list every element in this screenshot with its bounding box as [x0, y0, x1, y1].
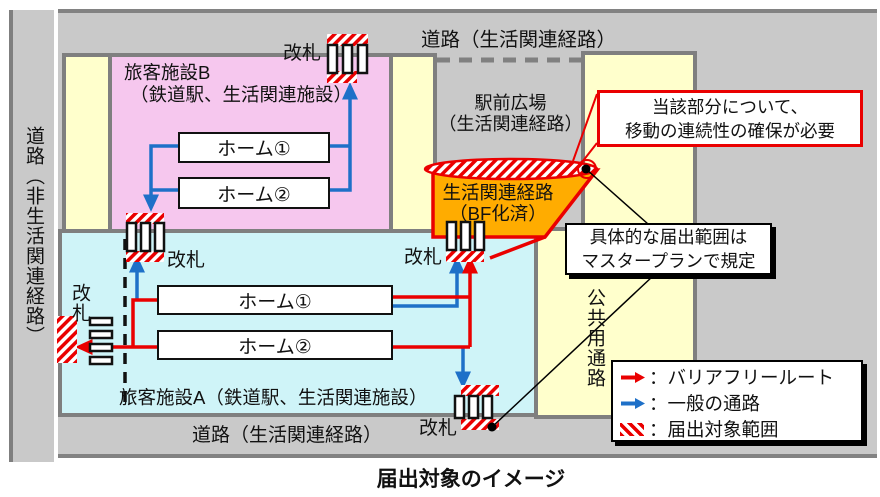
bf-route-area-label: 生活関連経路 （BF化済）: [442, 182, 554, 224]
bf-route-area-edge: [489, 235, 546, 260]
gate-icon-b-a: [125, 221, 166, 253]
blue-arrow-icon: [620, 397, 647, 410]
legend-row-general-route: ：一般の通路: [620, 390, 861, 416]
facility-b-label: 旅客施設B （鉄道駅、生活関連施設）: [124, 62, 353, 105]
road-left-strip: 道路（非生活関連経路）: [9, 10, 54, 462]
gate-label-center: 改札: [404, 247, 443, 268]
hatch-swatch-icon: [620, 422, 647, 436]
gate-label-top: 改札: [283, 43, 322, 64]
legend-row-notification-zone: ：届出対象範囲: [620, 416, 861, 442]
platform-a1: ホーム①: [157, 285, 393, 315]
gate-icon-center: [445, 220, 486, 252]
road-left-label: 道路（非生活関連経路）: [23, 126, 44, 346]
callout-leaders: [487, 93, 654, 432]
gate-label-left: 改札: [69, 283, 90, 323]
gate-label-bottom: 改札: [419, 418, 458, 439]
notification-zone-hatches: [57, 34, 499, 430]
ellipse-pointer-ring: [577, 159, 597, 179]
gate-label-b-a: 改札: [167, 250, 206, 271]
masterplan-callout: 具体的な届出範囲は マスタープランで規定: [565, 223, 772, 275]
leader-dot-gate: [487, 422, 497, 432]
gate-icon-bottom: [453, 394, 494, 420]
platform-b2: ホーム②: [178, 177, 330, 209]
platform-a2: ホーム②: [157, 330, 393, 360]
continuity-callout: 当該部分について、 移動の連続性の確保が必要: [597, 90, 863, 147]
red-arrow-icon: [620, 371, 647, 384]
gate-icon-left: [88, 316, 114, 366]
diagram-title: 届出対象のイメージ: [376, 468, 566, 491]
gate-icon-top: [326, 43, 369, 75]
ticket-gate-icons: [88, 43, 494, 420]
leader-dot-ellipse: [581, 164, 591, 174]
road-bottom-label: 道路（生活関連経路）: [192, 425, 383, 446]
public-passage-label: 公共用通路: [584, 288, 605, 388]
road-top-label: 道路（生活関連経路）: [421, 29, 617, 51]
facility-a-label: 旅客施設A（鉄道駅、生活関連施設）: [119, 387, 428, 408]
legend: ：バリアフリールート ：一般の通路 ：届出対象範囲: [611, 360, 863, 442]
legend-row-barrier-free: ：バリアフリールート: [620, 364, 861, 390]
general-route-lines: [128, 82, 472, 389]
platform-b1: ホーム①: [178, 132, 330, 163]
notification-zone-ellipse: [423, 157, 599, 181]
station-plaza-label: 駅前広場 （生活関連経路）: [438, 93, 583, 134]
